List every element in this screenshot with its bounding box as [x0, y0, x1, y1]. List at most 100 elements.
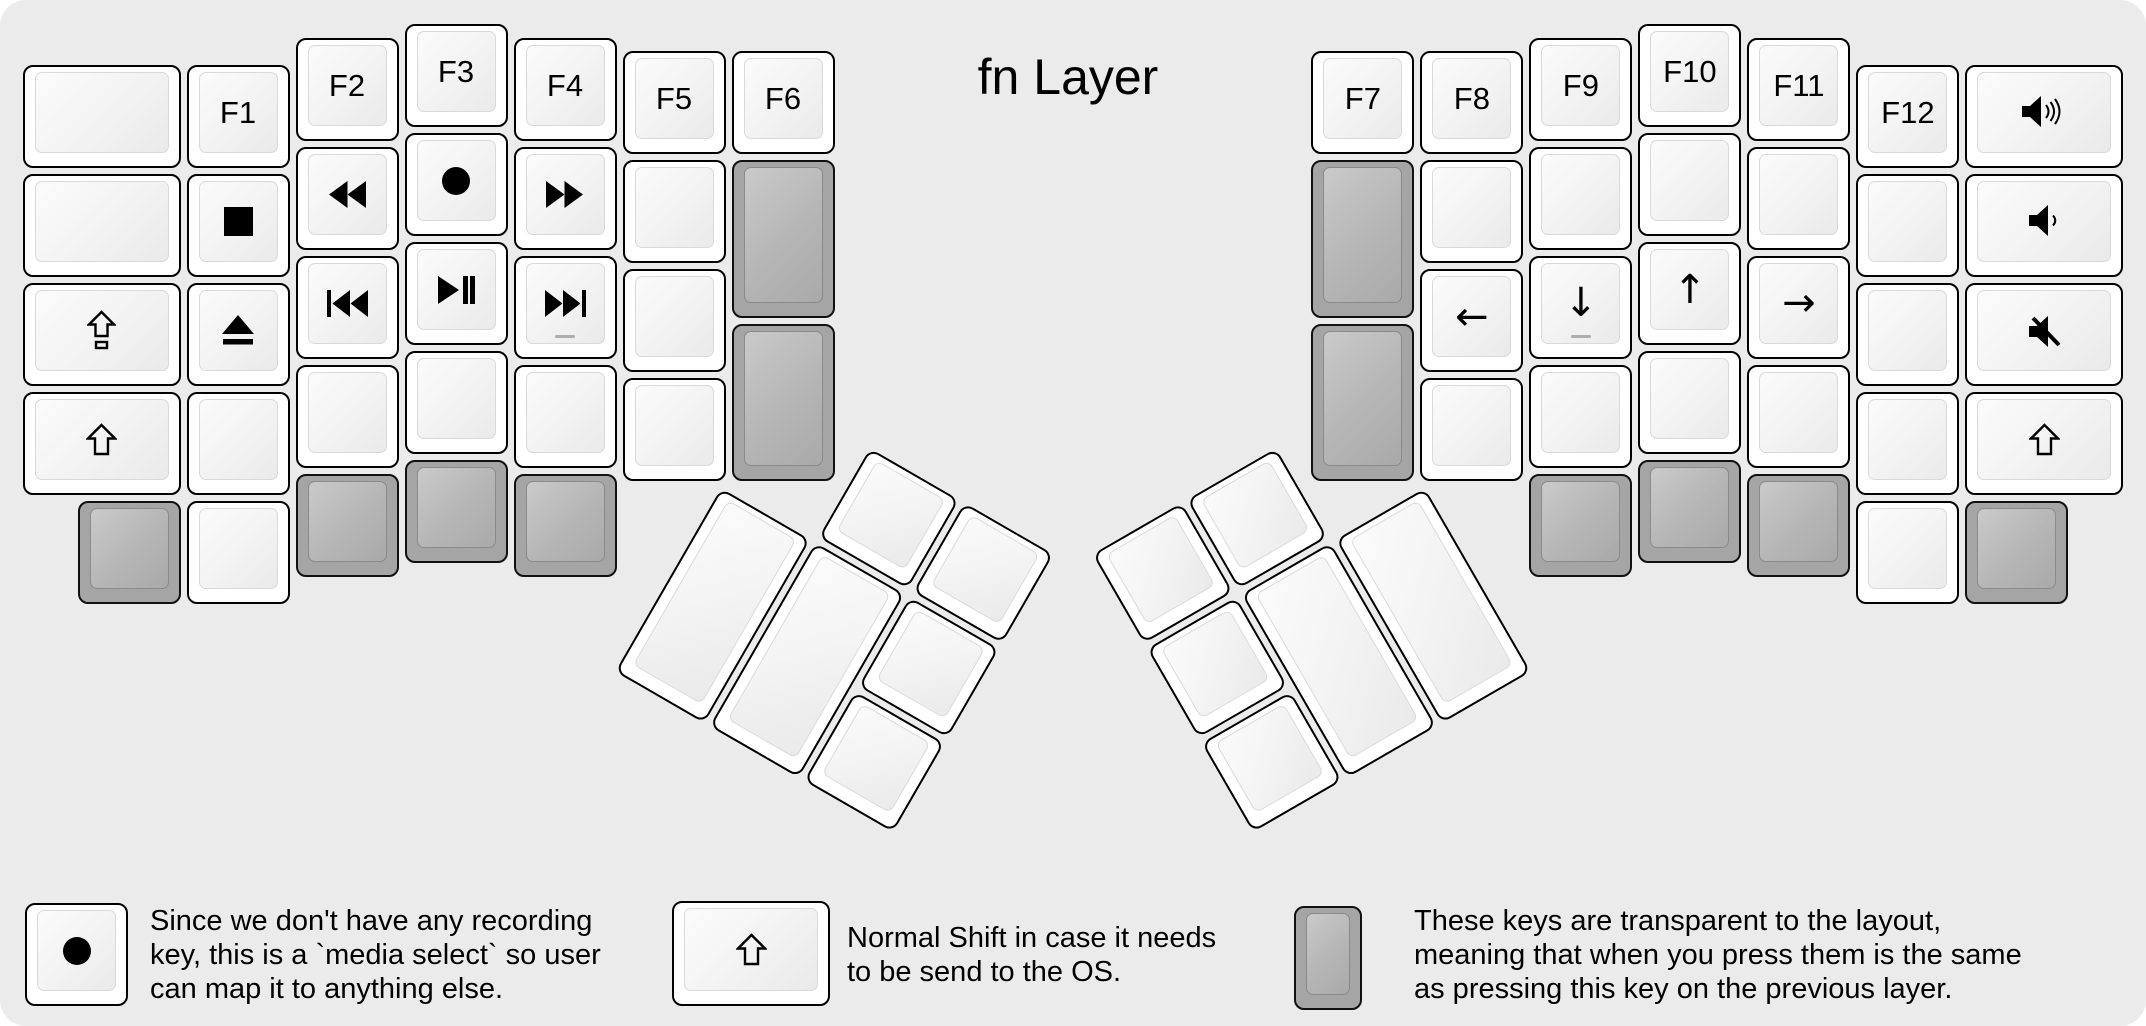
key-transparent-right-inner-1[interactable] [1311, 160, 1415, 318]
key-label: F1 [219, 94, 257, 130]
key-arrow-down[interactable]: ↓ [1529, 255, 1633, 359]
key-media-fast-forward[interactable] [513, 146, 617, 250]
key-blank-right-bottom[interactable] [1856, 500, 1960, 604]
key-f5[interactable]: F5 [622, 51, 726, 155]
key-shift-right[interactable] [1965, 391, 2123, 495]
key-media-record[interactable] [404, 133, 508, 236]
key-label: F9 [1562, 67, 1599, 103]
key-legend-key-transparent[interactable] [1294, 906, 1362, 1010]
key-blank-left-bottom[interactable] [186, 500, 290, 604]
eject-icon [220, 314, 256, 346]
keytop [37, 910, 116, 991]
key-transparent-left-bottom-3[interactable] [513, 473, 617, 577]
next-track-icon [544, 289, 586, 317]
key-media-rewind[interactable] [295, 146, 399, 250]
key-blank-f12-col-r3[interactable] [1856, 282, 1960, 386]
key-blank-f2-col-r4[interactable] [295, 364, 399, 468]
key-blank-f8-col-r2[interactable] [1420, 160, 1524, 264]
key-transparent-left-inner-2[interactable] [731, 323, 835, 482]
keytop [1432, 385, 1512, 467]
keytop [1759, 371, 1839, 453]
key-arrow-right[interactable]: → [1747, 255, 1851, 359]
key-blank-f4-col-r4[interactable] [513, 364, 617, 468]
key-blank-f10-col-r2[interactable] [1638, 133, 1742, 236]
mute-icon [2025, 312, 2063, 348]
key-f2[interactable]: F2 [295, 37, 399, 141]
key-transparent-right-bottom-outer[interactable] [1965, 500, 2069, 604]
keytop [1200, 460, 1310, 570]
key-f11[interactable]: F11 [1747, 37, 1851, 141]
volume-down-icon [2028, 205, 2060, 237]
key-f1[interactable]: F1 [186, 64, 290, 168]
key-transparent-right-bottom-3[interactable] [1747, 473, 1851, 577]
key-blank-f12-col-r2[interactable] [1856, 173, 1960, 277]
key-f6[interactable]: F6 [731, 51, 835, 155]
keytop [1323, 167, 1403, 303]
key-legend-key-record[interactable] [25, 903, 128, 1006]
key-blank-f5-col-r3[interactable] [622, 269, 726, 373]
key-transparent-left-inner-1[interactable] [731, 160, 835, 318]
shift-icon [735, 933, 767, 966]
key-label: F8 [1453, 81, 1490, 117]
keytop [1650, 358, 1730, 439]
key-blank-f10-col-r4[interactable] [1638, 351, 1742, 454]
key-arrow-left[interactable]: ← [1420, 269, 1524, 373]
keytop [1977, 180, 2111, 262]
keytop [525, 153, 605, 235]
key-blank-f3-col-r4[interactable] [404, 351, 508, 454]
keytop [416, 467, 496, 548]
key-blank-left-outer-r1[interactable] [23, 64, 181, 168]
key-f10[interactable]: F10 [1638, 24, 1742, 127]
key-f3[interactable]: F3 [404, 24, 508, 127]
key-blank-f12-col-r4[interactable] [1856, 391, 1960, 495]
keytop: F10 [1650, 31, 1730, 112]
key-transparent-right-inner-2[interactable] [1311, 323, 1415, 482]
layer-title: fn Layer [977, 49, 1159, 105]
key-blank-f8-col-r4[interactable] [1420, 378, 1524, 482]
key-media-prev-track[interactable] [295, 255, 399, 359]
key-f9[interactable]: F9 [1529, 37, 1633, 141]
key-blank-left-outer-r2[interactable] [23, 173, 181, 277]
key-blank-f1-col-r4[interactable] [186, 391, 290, 495]
keytop [1432, 167, 1512, 249]
key-legend-key-shift[interactable] [672, 901, 830, 1006]
key-volume-mute[interactable] [1965, 282, 2123, 386]
key-media-play-pause[interactable] [404, 242, 508, 345]
key-label: F3 [437, 54, 475, 89]
key-label: F4 [546, 67, 584, 103]
key-f4[interactable]: F4 [513, 37, 617, 141]
key-shift-left[interactable] [23, 391, 181, 495]
key-transparent-left-bottom-1[interactable] [295, 473, 399, 577]
keytop [743, 167, 823, 303]
key-blank-f5-col-r2[interactable] [622, 160, 726, 264]
key-volume-down[interactable] [1965, 173, 2123, 277]
key-blank-f11-col-r2[interactable] [1747, 146, 1851, 250]
keytop [1106, 514, 1216, 625]
keytop [416, 140, 496, 221]
key-blank-f9-col-r4[interactable] [1529, 364, 1633, 468]
key-transparent-right-bottom-2[interactable] [1638, 460, 1742, 563]
keytop [1650, 140, 1730, 221]
key-blank-f11-col-r4[interactable] [1747, 364, 1851, 468]
key-f8[interactable]: F8 [1420, 51, 1524, 155]
key-media-stop[interactable] [186, 173, 290, 277]
key-f12[interactable]: F12 [1856, 64, 1960, 168]
key-caps-lock[interactable] [23, 282, 181, 386]
key-media-eject[interactable] [186, 282, 290, 386]
key-transparent-left-bottom-2[interactable] [404, 460, 508, 563]
key-f7[interactable]: F7 [1311, 51, 1415, 155]
key-transparent-right-bottom-1[interactable] [1529, 473, 1633, 577]
key-blank-f9-col-r2[interactable] [1529, 146, 1633, 250]
keytop [1977, 289, 2111, 371]
key-blank-f5-col-r4[interactable] [622, 378, 726, 482]
key-transparent-left-bottom-outer[interactable] [77, 500, 181, 604]
key-media-next-track[interactable] [513, 255, 617, 359]
key-volume-up[interactable] [1965, 64, 2123, 168]
keytop [876, 609, 986, 719]
keytop [1868, 289, 1948, 371]
keytop [1977, 507, 2057, 589]
keytop [684, 908, 818, 991]
key-arrow-up[interactable]: ↑ [1638, 242, 1742, 345]
